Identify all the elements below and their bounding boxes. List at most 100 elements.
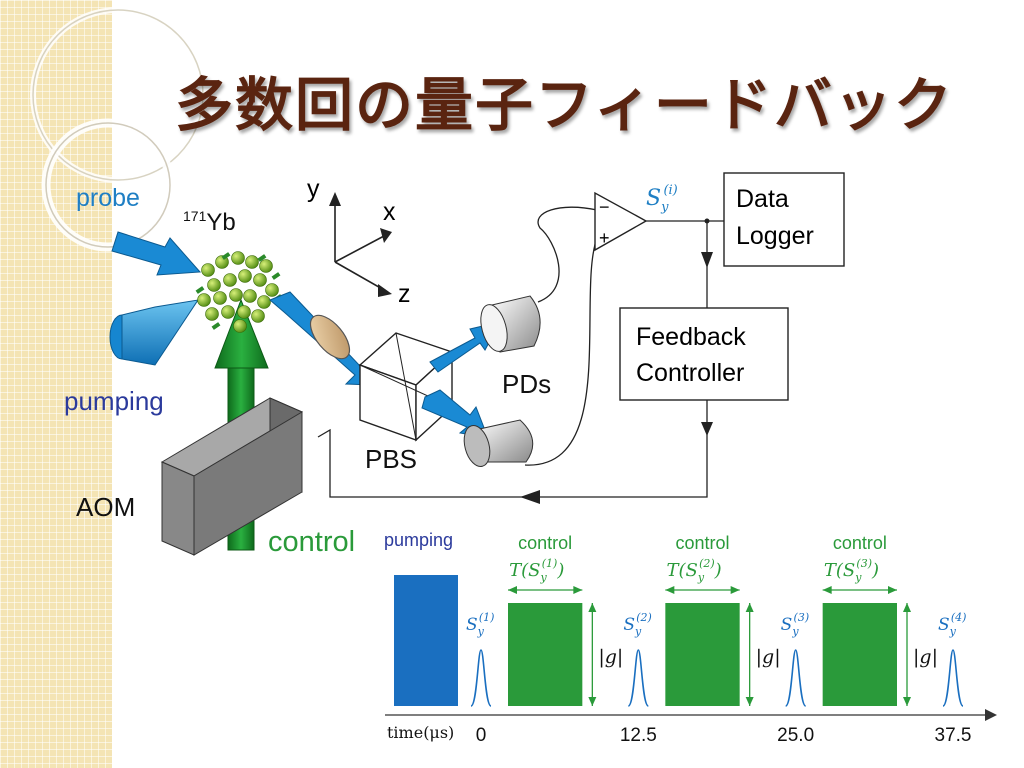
atom-marker	[257, 254, 267, 262]
atom-marker	[221, 252, 231, 260]
atom	[265, 283, 279, 297]
coordinate-axes	[329, 192, 392, 297]
signal-label: Sy(i)	[646, 183, 678, 215]
wire-pd-upper	[537, 206, 598, 303]
timing-diagram: time(μs) pumping 0 Sy(1) 12.5 Sy(2) 25.0 Sy(3) 3…	[384, 530, 997, 746]
data-logger-box: Data Logger	[723, 172, 845, 267]
control-duration-label: T(Sy(3))	[824, 557, 879, 584]
amplitude-label: |g|	[913, 646, 938, 668]
control-pulse-label: control	[675, 533, 729, 553]
axis-z-label: z	[398, 280, 411, 308]
pumping-pulse-label: pumping	[384, 530, 453, 550]
data-logger-line2: Logger	[736, 222, 814, 250]
atom	[237, 305, 251, 319]
atom-cloud	[195, 251, 283, 333]
atom	[231, 251, 245, 265]
atom	[257, 295, 271, 309]
probe-pulse	[470, 649, 492, 707]
control-duration-label: T(Sy(2))	[667, 557, 722, 584]
atom-mass-number: 171	[183, 208, 207, 224]
arrow-return-1	[701, 422, 713, 436]
feedback-line2: Controller	[636, 359, 744, 387]
wire-pd-lower	[524, 234, 599, 466]
pumping-beam-arrow	[109, 299, 200, 366]
control-pulse-label: control	[518, 533, 572, 553]
axis-x-label: x	[383, 198, 396, 226]
photodiode-upper	[480, 295, 541, 353]
time-axis-arrowhead	[985, 709, 997, 721]
atom	[205, 307, 219, 321]
probe-pulse	[627, 649, 650, 707]
amplitude-arrowhead	[588, 603, 597, 612]
atom	[253, 273, 267, 287]
atom	[201, 263, 215, 277]
photodiode-lower	[463, 419, 534, 468]
atom	[197, 293, 211, 307]
control-pulse-label: control	[833, 533, 887, 553]
probe-pulse	[942, 649, 964, 707]
atom-marker	[271, 272, 281, 280]
amplitude-arrowhead	[588, 697, 597, 706]
atom	[259, 259, 273, 273]
control-pulse	[822, 603, 897, 706]
amplitude-label: |g|	[598, 646, 623, 668]
atom	[243, 289, 257, 303]
control-width-arrowhead	[573, 586, 583, 594]
atom	[229, 288, 243, 302]
amplitude-arrowhead	[903, 697, 911, 706]
aom-box	[160, 397, 304, 556]
atom	[251, 309, 265, 323]
probe-beam-arrow	[111, 231, 202, 276]
amplitude-arrowhead	[745, 697, 754, 706]
atom	[213, 291, 227, 305]
time-tick-label: 12.5	[620, 725, 657, 746]
atom	[238, 269, 252, 283]
control-width-arrowhead	[730, 586, 740, 594]
time-tick-label: 25.0	[777, 725, 814, 746]
atom	[221, 305, 235, 319]
control-label: control	[268, 526, 355, 558]
probe-signal-label: Sy(3)	[781, 611, 809, 638]
aom-label: AOM	[76, 492, 135, 522]
control-width-arrowhead	[822, 586, 832, 594]
arrow-return-2	[520, 490, 540, 504]
control-duration-label: T(Sy(1))	[509, 557, 564, 584]
atom-label: 171Yb	[183, 208, 236, 236]
feedback-return-wire	[317, 400, 708, 498]
probe-signal-label: Sy(2)	[623, 611, 651, 638]
probe-signal-label: Sy(4)	[938, 611, 966, 638]
time-axis-label: time(μs)	[387, 723, 454, 742]
amplitude-arrowhead	[903, 603, 911, 612]
pbs-label: PBS	[365, 444, 417, 474]
amplitude-arrowhead	[745, 603, 754, 612]
feedback-controller-box: Feedback Controller	[619, 307, 789, 401]
amplitude-label: |g|	[756, 646, 781, 668]
waveplate	[309, 314, 351, 360]
amp-plus-sign: +	[599, 228, 610, 248]
arrow-to-feedback	[701, 252, 713, 268]
data-logger-line1: Data	[736, 185, 789, 213]
pumping-label: pumping	[64, 386, 164, 416]
atom-marker	[195, 286, 205, 294]
time-tick-label: 37.5	[935, 725, 972, 746]
atom	[245, 255, 259, 269]
atom	[223, 273, 237, 287]
feedback-line1: Feedback	[636, 323, 746, 351]
control-width-arrowhead	[665, 586, 675, 594]
control-pulse	[508, 603, 583, 706]
probe-signal-label: Sy(1)	[466, 611, 494, 638]
atom-symbol: Yb	[206, 209, 235, 236]
atom-marker	[211, 322, 221, 330]
atom	[233, 319, 247, 333]
pumping-pulse	[394, 575, 458, 706]
axis-y-label: y	[307, 175, 320, 203]
pbs-cube	[358, 332, 454, 442]
page-title: 多数回の量子フィードバック	[175, 71, 954, 139]
pds-label: PDs	[502, 369, 551, 399]
probe-pulse	[784, 649, 807, 707]
differential-amplifier: − +	[594, 191, 648, 252]
time-tick-label: 0	[476, 725, 487, 746]
